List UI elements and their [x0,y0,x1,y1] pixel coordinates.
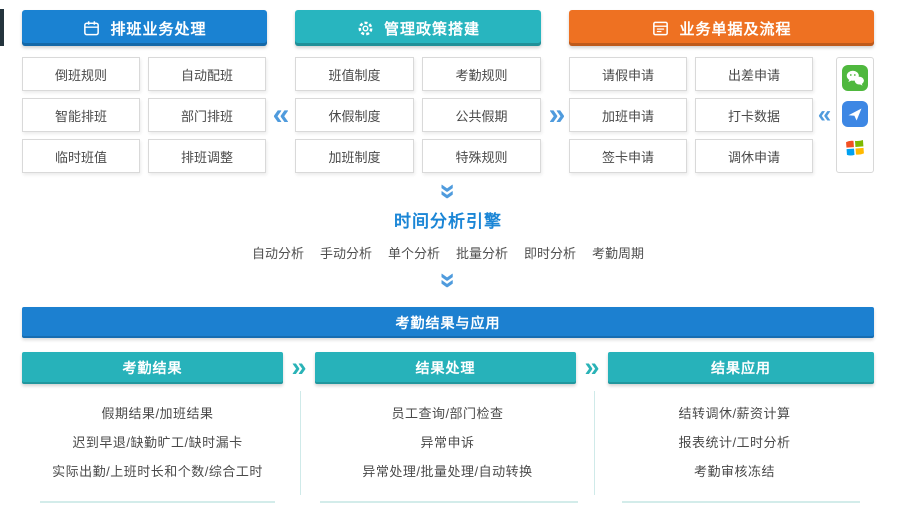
list-item: 考勤审核冻结 [693,464,775,479]
result-column-list: 假期结果/加班结果 迟到早退/缺勤旷工/缺时漏卡 实际出勤/上班时长和个数/综合… [22,398,293,485]
wechat-icon [842,65,868,96]
list-item: 结转调休/薪资计算 [678,406,791,421]
section-documents-header: 业务单据及流程 [569,10,874,46]
node-box: 休假制度 [295,98,414,132]
chevron-down-icon: » [432,183,465,200]
node-box: 倒班规则 [22,57,140,91]
node-box: 请假申请 [569,57,687,91]
section-scheduling-header: 排班业务处理 [22,10,267,46]
gear-icon [356,19,375,38]
node-box: 调休申请 [695,139,813,173]
node-box: 公共假期 [422,98,541,132]
chevron-left-icon: « [272,98,290,131]
section-policy-header: 管理政策搭建 [295,10,541,46]
section-title: 排班业务处理 [110,20,207,38]
engine-mode: 手动分析 [319,246,372,261]
cropped-box-edge [622,501,860,503]
section-title: 业务单据及流程 [679,20,792,38]
chevron-right-icon: » [291,352,307,382]
node-box: 部门排班 [148,98,266,132]
engine-mode: 自动分析 [251,246,304,261]
node-grid: 倒班规则 自动配班 智能排班 部门排班 临时班值 排班调整 [22,57,267,173]
node-box: 临时班值 [22,139,140,173]
node-box: 打卡数据 [695,98,813,132]
windows-logo-icon [843,136,867,165]
list-item: 迟到早退/缺勤旷工/缺时漏卡 [72,435,243,450]
list-item: 异常申诉 [420,435,475,450]
node-box: 出差申请 [695,57,813,91]
engine-mode: 单个分析 [387,246,440,261]
form-icon [651,19,670,38]
section-scheduling: 排班业务处理 倒班规则 自动配班 智能排班 部门排班 临时班值 排班调整 [22,10,267,173]
result-column-list: 员工查询/部门检查 异常申诉 异常处理/批量处理/自动转换 [302,398,593,485]
cropped-edge-artifact [0,9,4,46]
engine-modes: 自动分析 手动分析 单个分析 批量分析 即时分析 考勤周期 [22,243,874,262]
results-banner: 考勤结果与应用 [22,307,874,338]
node-box: 加班申请 [569,98,687,132]
node-box: 自动配班 [148,57,266,91]
node-box: 特殊规则 [422,139,541,173]
engine-title: 时间分析引擎 [394,212,502,231]
node-box: 签卡申请 [569,139,687,173]
column-separator [594,391,595,495]
engine-mode: 批量分析 [456,246,509,261]
list-item: 员工查询/部门检查 [391,406,504,421]
result-column-header: 结果处理 [315,352,576,384]
cropped-box-edge [40,501,275,503]
node-box: 加班制度 [295,139,414,173]
node-box: 智能排班 [22,98,140,132]
result-column-header: 考勤结果 [22,352,283,384]
column-separator [300,391,301,495]
chevron-down-icon: » [432,272,465,289]
result-column-header: 结果应用 [608,352,874,384]
list-item: 假期结果/加班结果 [101,406,214,421]
app-channels-panel [836,57,874,173]
flow-down: » [22,266,874,295]
section-policy: 管理政策搭建 班值制度 考勤规则 休假制度 公共假期 加班制度 特殊规则 [295,10,541,173]
node-box: 排班调整 [148,139,266,173]
section-documents: 业务单据及流程 请假申请 出差申请 加班申请 打卡数据 签卡申请 调休申请 « [569,10,874,173]
list-item: 报表统计/工时分析 [678,435,791,450]
result-column-list: 结转调休/薪资计算 报表统计/工时分析 考勤审核冻结 [595,398,874,485]
cropped-box-edge [320,501,578,503]
send-app-icon [842,100,868,132]
engine-mode: 考勤周期 [592,246,645,261]
node-grid: 请假申请 出差申请 加班申请 打卡数据 签卡申请 调休申请 [569,57,813,173]
node-grid: 班值制度 考勤规则 休假制度 公共假期 加班制度 特殊规则 [295,57,541,173]
list-item: 实际出勤/上班时长和个数/综合工时 [52,464,263,479]
chevron-left-icon: « [817,101,832,128]
node-box: 考勤规则 [422,57,541,91]
flow-down: » [22,177,874,206]
calendar-icon [82,19,101,38]
node-box: 班值制度 [295,57,414,91]
chevron-right-icon: » [548,98,566,131]
section-title: 管理政策搭建 [383,20,480,38]
list-item: 异常处理/批量处理/自动转换 [362,464,533,479]
chevron-right-icon: » [584,352,600,382]
documents-body: 请假申请 出差申请 加班申请 打卡数据 签卡申请 调休申请 « [569,57,874,173]
engine-mode: 即时分析 [524,246,577,261]
